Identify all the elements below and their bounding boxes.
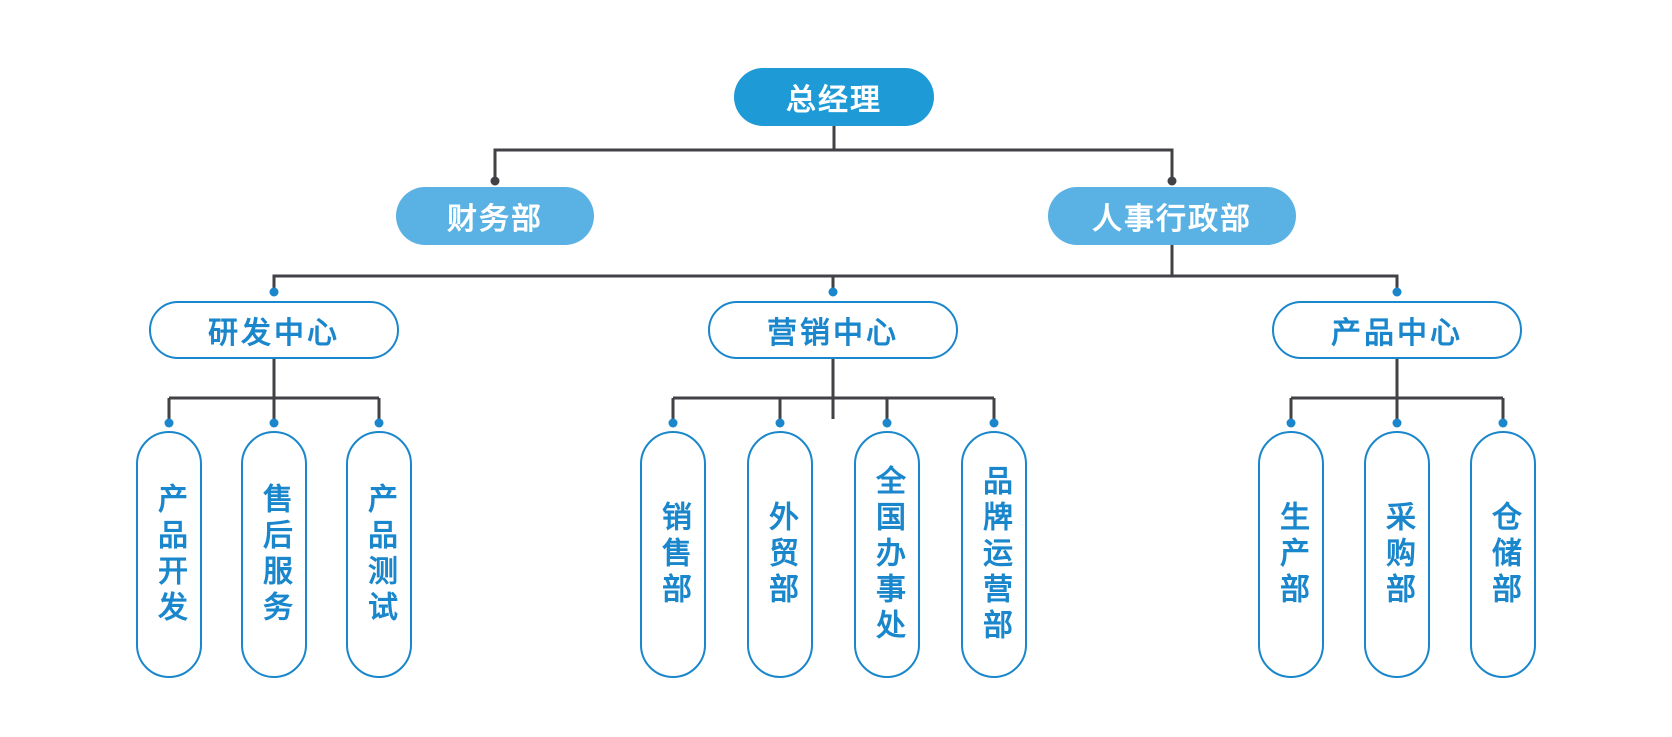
node-brand-operations-dept: 品牌运营部 (961, 431, 1027, 678)
dot-purchasing-dept (1392, 418, 1402, 428)
node-label: 全国办事处 (871, 464, 904, 645)
dot-product-dev (164, 418, 174, 428)
node-label: 产品中心 (1331, 317, 1463, 350)
dot-national-offices (882, 418, 892, 428)
node-foreign-trade-dept: 外贸部 (747, 431, 813, 678)
node-label: 生产部 (1275, 500, 1308, 609)
node-product-testing: 产品测试 (346, 431, 412, 678)
connector-rd-children (167, 359, 381, 419)
node-label: 品牌运营部 (978, 464, 1011, 645)
connector-product-children (1289, 359, 1505, 419)
node-warehouse-dept: 仓储部 (1470, 431, 1536, 678)
node-label: 财务部 (447, 203, 543, 236)
node-label: 总经理 (786, 84, 882, 117)
node-hr-admin-dept: 人事行政部 (1048, 187, 1296, 245)
dot-rd-center (269, 287, 279, 297)
node-production-dept: 生产部 (1258, 431, 1324, 678)
dot-finance (490, 176, 500, 186)
node-label: 售后服务 (258, 482, 291, 627)
node-sales-dept: 销售部 (640, 431, 706, 678)
node-label: 人事行政部 (1092, 203, 1252, 236)
dot-warehouse-dept (1498, 418, 1508, 428)
node-label: 销售部 (657, 500, 690, 609)
node-label: 外贸部 (764, 500, 797, 609)
node-label: 产品测试 (363, 482, 396, 627)
node-rd-center: 研发中心 (149, 301, 399, 359)
node-product-dev: 产品开发 (136, 431, 202, 678)
dot-production-dept (1286, 418, 1296, 428)
dot-foreign-trade-dept (775, 418, 785, 428)
node-purchasing-dept: 采购部 (1364, 431, 1430, 678)
node-label: 产品开发 (153, 482, 186, 627)
dot-after-sales (269, 418, 279, 428)
dot-product-testing (374, 418, 384, 428)
dot-sales-dept (668, 418, 678, 428)
node-national-offices: 全国办事处 (854, 431, 920, 678)
node-label: 仓储部 (1487, 500, 1520, 609)
node-product-center: 产品中心 (1272, 301, 1522, 359)
node-finance-dept: 财务部 (396, 187, 594, 245)
node-label: 采购部 (1381, 500, 1414, 609)
connector-marketing-children (671, 359, 996, 419)
dot-product-center (1392, 287, 1402, 297)
dot-hr-admin (1167, 176, 1177, 186)
node-marketing-center: 营销中心 (708, 301, 958, 359)
dot-brand-operations (989, 418, 999, 428)
node-label: 研发中心 (208, 317, 340, 350)
node-label: 营销中心 (767, 317, 899, 350)
node-general-manager: 总经理 (734, 68, 934, 126)
connector-level3-rail (272, 274, 1399, 289)
dot-marketing-center (828, 287, 838, 297)
node-after-sales-service: 售后服务 (241, 431, 307, 678)
connector-level2-rail (493, 148, 1174, 178)
